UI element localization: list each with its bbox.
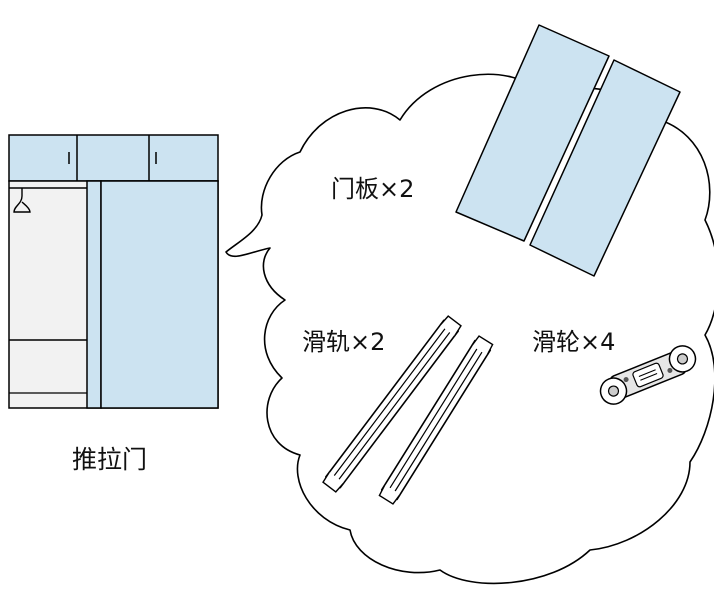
wardrobe-label: 推拉门	[72, 445, 148, 474]
slide-rail-icon	[378, 335, 494, 505]
pulley-wheel-icon	[599, 345, 697, 405]
sliding-door-wardrobe-icon	[8, 134, 219, 409]
pulleys-label: 滑轮×4	[532, 328, 616, 356]
rails-label: 滑轨×2	[302, 328, 386, 356]
slide-rail-icon	[322, 315, 462, 493]
door-panel-icon	[529, 59, 681, 277]
door-panel-icon	[455, 24, 610, 242]
door-panels-label: 门板×2	[331, 175, 415, 203]
